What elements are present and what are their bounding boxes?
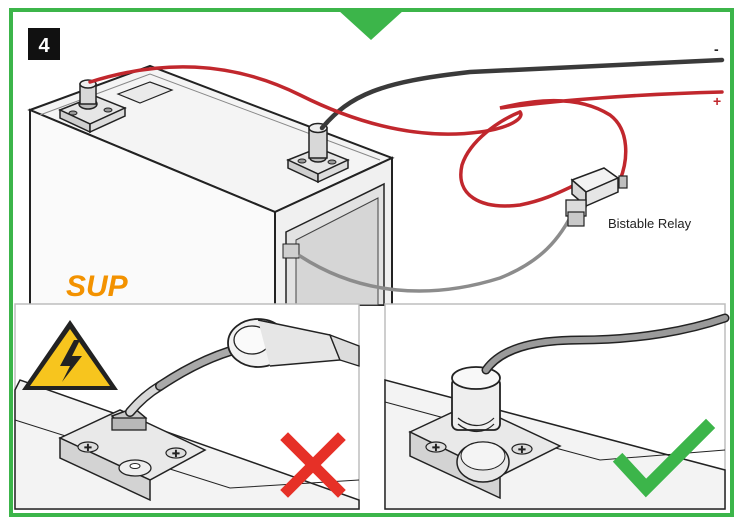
battery: SUP: [27, 64, 395, 306]
step-badge: 4: [28, 28, 60, 60]
negative-terminal: [58, 79, 127, 134]
negative-cable: [319, 57, 725, 131]
green-check-icon: [612, 418, 716, 498]
battery-brand-text: SUP: [66, 270, 129, 303]
high-voltage-warning-icon: [22, 320, 118, 390]
positive-symbol: +: [713, 93, 721, 109]
negative-symbol: -: [714, 41, 719, 57]
positive-terminal: [286, 122, 350, 184]
wrong-panel: ✚ ✚: [14, 303, 360, 510]
positive-cable-out: [499, 90, 724, 182]
positive-cable-loop: [459, 110, 577, 208]
svg-text:✚: ✚: [84, 443, 92, 454]
bistable-relay: [565, 167, 628, 227]
positive-cable-to-relay: [88, 65, 523, 136]
step-number: 4: [38, 35, 50, 57]
relay-label: Bistable Relay: [608, 216, 692, 231]
svg-text:✚: ✚: [172, 449, 180, 460]
svg-text:✚: ✚: [432, 443, 440, 454]
svg-text:✚: ✚: [518, 445, 526, 456]
signal-cable: [298, 206, 577, 293]
correct-panel: ✚ ✚: [384, 303, 730, 510]
step-pointer-triangle: [338, 10, 404, 40]
red-x-icon: [280, 432, 346, 498]
